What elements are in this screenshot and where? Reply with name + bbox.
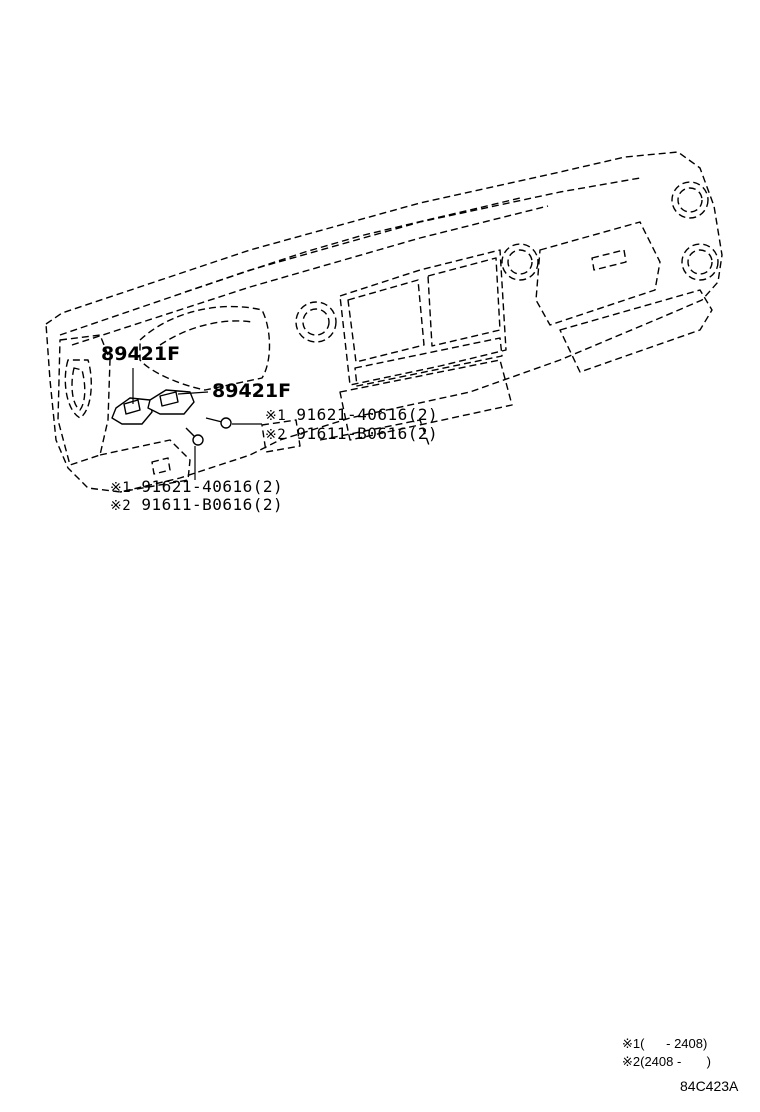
bolt-lower-head: [192, 434, 204, 446]
leader-part-right: [177, 391, 209, 395]
bolt-mark: ※2: [110, 498, 132, 514]
left-vent-inner: [71, 367, 86, 411]
center-vent-right: [501, 243, 539, 281]
footnote-1: ※1( - 2408): [622, 1036, 708, 1051]
bolt-right: [205, 417, 223, 423]
dashboard-outline: [45, 151, 723, 493]
left-vent-outer: [64, 359, 92, 419]
footnote-2: ※2(2408 - ): [622, 1054, 711, 1069]
bracket-right-tab: [159, 391, 179, 407]
part-label-upper: 89421F: [101, 343, 181, 365]
dashboard-top-ridge-2: [71, 205, 549, 346]
center-buttons: [354, 337, 503, 387]
bolt-mark: ※2: [265, 427, 287, 443]
part-label-right: 89421F: [212, 380, 292, 402]
left-panel: [57, 334, 111, 466]
center-lower: [339, 359, 513, 441]
meter-hood-inner: [159, 320, 253, 346]
bolt-label-lower-2: ※2 91611-B0616(2): [110, 495, 284, 514]
bolt-label-lower-1: ※1 91621-40616(2): [110, 477, 284, 496]
center-cluster: [339, 249, 507, 386]
lower-bracket: [261, 419, 301, 453]
center-screen-left: [347, 279, 425, 363]
bolt-mark: ※1: [110, 480, 132, 496]
right-vent-upper-inner: [677, 187, 703, 213]
bolt-label-right-1: ※1 91621-40616(2): [265, 405, 439, 424]
defroster-slot: [184, 197, 521, 293]
knee-panel: [99, 439, 191, 493]
meter-hood: [139, 305, 271, 391]
bolt-mark: ※1: [265, 408, 287, 424]
bolt-part-number: 91621-40616(2): [141, 477, 284, 496]
lower-duct: [319, 419, 431, 449]
bolt-right-head: [220, 417, 232, 429]
right-vent-lower-inner: [687, 249, 713, 275]
bolt-label-right-2: ※2 91611-B0616(2): [265, 424, 439, 443]
center-vent-left-inner: [302, 308, 330, 336]
center-vent-left: [295, 301, 337, 343]
bolt-part-number: 91621-40616(2): [296, 405, 439, 424]
glovebox: [535, 221, 661, 326]
right-vent-lower: [681, 243, 719, 281]
bolt-part-number: 91611-B0616(2): [296, 424, 439, 443]
right-vent-upper: [671, 181, 709, 219]
illustration-code: 84C423A: [680, 1078, 739, 1094]
glovebox-handle: [591, 249, 627, 271]
center-screen-right: [427, 257, 501, 347]
center-vent-right-inner: [507, 249, 533, 275]
lower-left-switch: [151, 457, 171, 475]
right-lower-panel: [559, 289, 713, 373]
bolt-part-number: 91611-B0616(2): [141, 495, 284, 514]
